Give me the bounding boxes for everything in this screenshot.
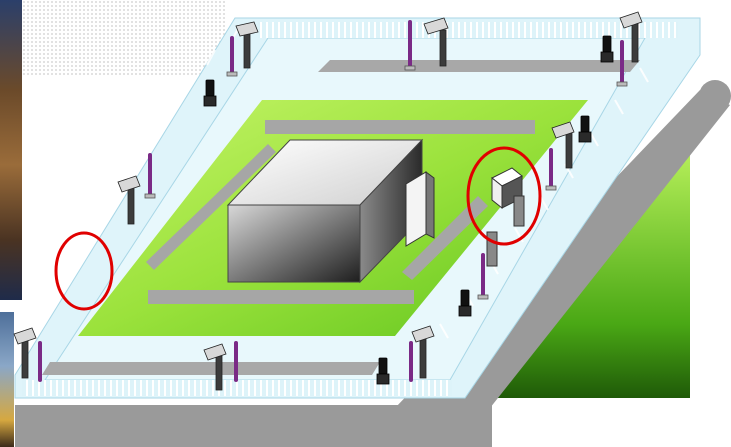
building-icon xyxy=(226,138,424,284)
guard-booth xyxy=(486,167,525,267)
highlight-circle-icon xyxy=(54,146,542,311)
photo-strip-left xyxy=(0,0,22,300)
infrared-beam-icon xyxy=(38,20,624,382)
dot-pattern xyxy=(22,0,227,75)
fence-post-icon xyxy=(203,35,614,385)
gate-panel xyxy=(405,171,435,247)
field-paths xyxy=(146,120,535,304)
surveillance-camera-icon xyxy=(13,11,643,391)
inner-road xyxy=(42,60,640,375)
photo-strip-left-bottom xyxy=(0,312,14,447)
